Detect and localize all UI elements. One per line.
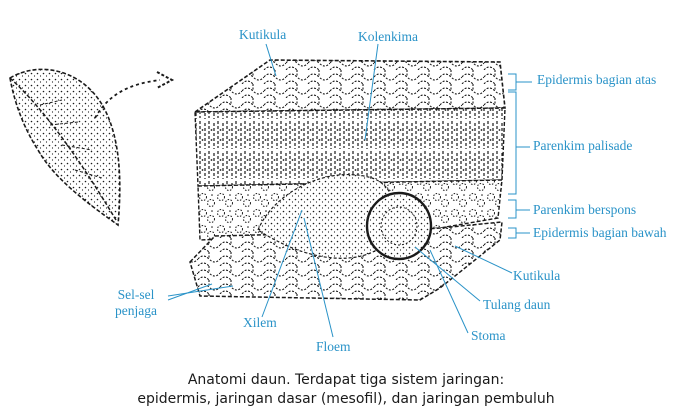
leaf-icon bbox=[9, 68, 121, 227]
label-floem: Floem bbox=[316, 339, 351, 354]
label-xilem: Xilem bbox=[243, 315, 277, 330]
label-stoma: Stoma bbox=[471, 328, 506, 343]
caption-line-2: epidermis, jaringan dasar (mesofil), dan… bbox=[137, 391, 555, 407]
label-kutikula-bottom: Kutikula bbox=[513, 268, 561, 283]
leaf-block bbox=[189, 59, 506, 301]
label-epidermis-bawah: Epidermis bagian bawah bbox=[533, 225, 667, 240]
label-kolenkima: Kolenkima bbox=[358, 29, 418, 44]
label-sel-sel-penjaga: Sel-sel penjaga bbox=[115, 287, 157, 318]
caption-line-1: Anatomi daun. Terdapat tiga sistem jarin… bbox=[187, 372, 505, 388]
arrow-icon bbox=[94, 71, 175, 119]
label-epidermis-atas: Epidermis bagian atas bbox=[537, 72, 657, 87]
label-parenkim-palisade: Parenkim palisade bbox=[533, 138, 633, 153]
label-tulang-daun: Tulang daun bbox=[483, 297, 551, 312]
label-parenkim-berspons: Parenkim berspons bbox=[533, 202, 637, 217]
label-kutikula-top: Kutikula bbox=[239, 27, 287, 42]
